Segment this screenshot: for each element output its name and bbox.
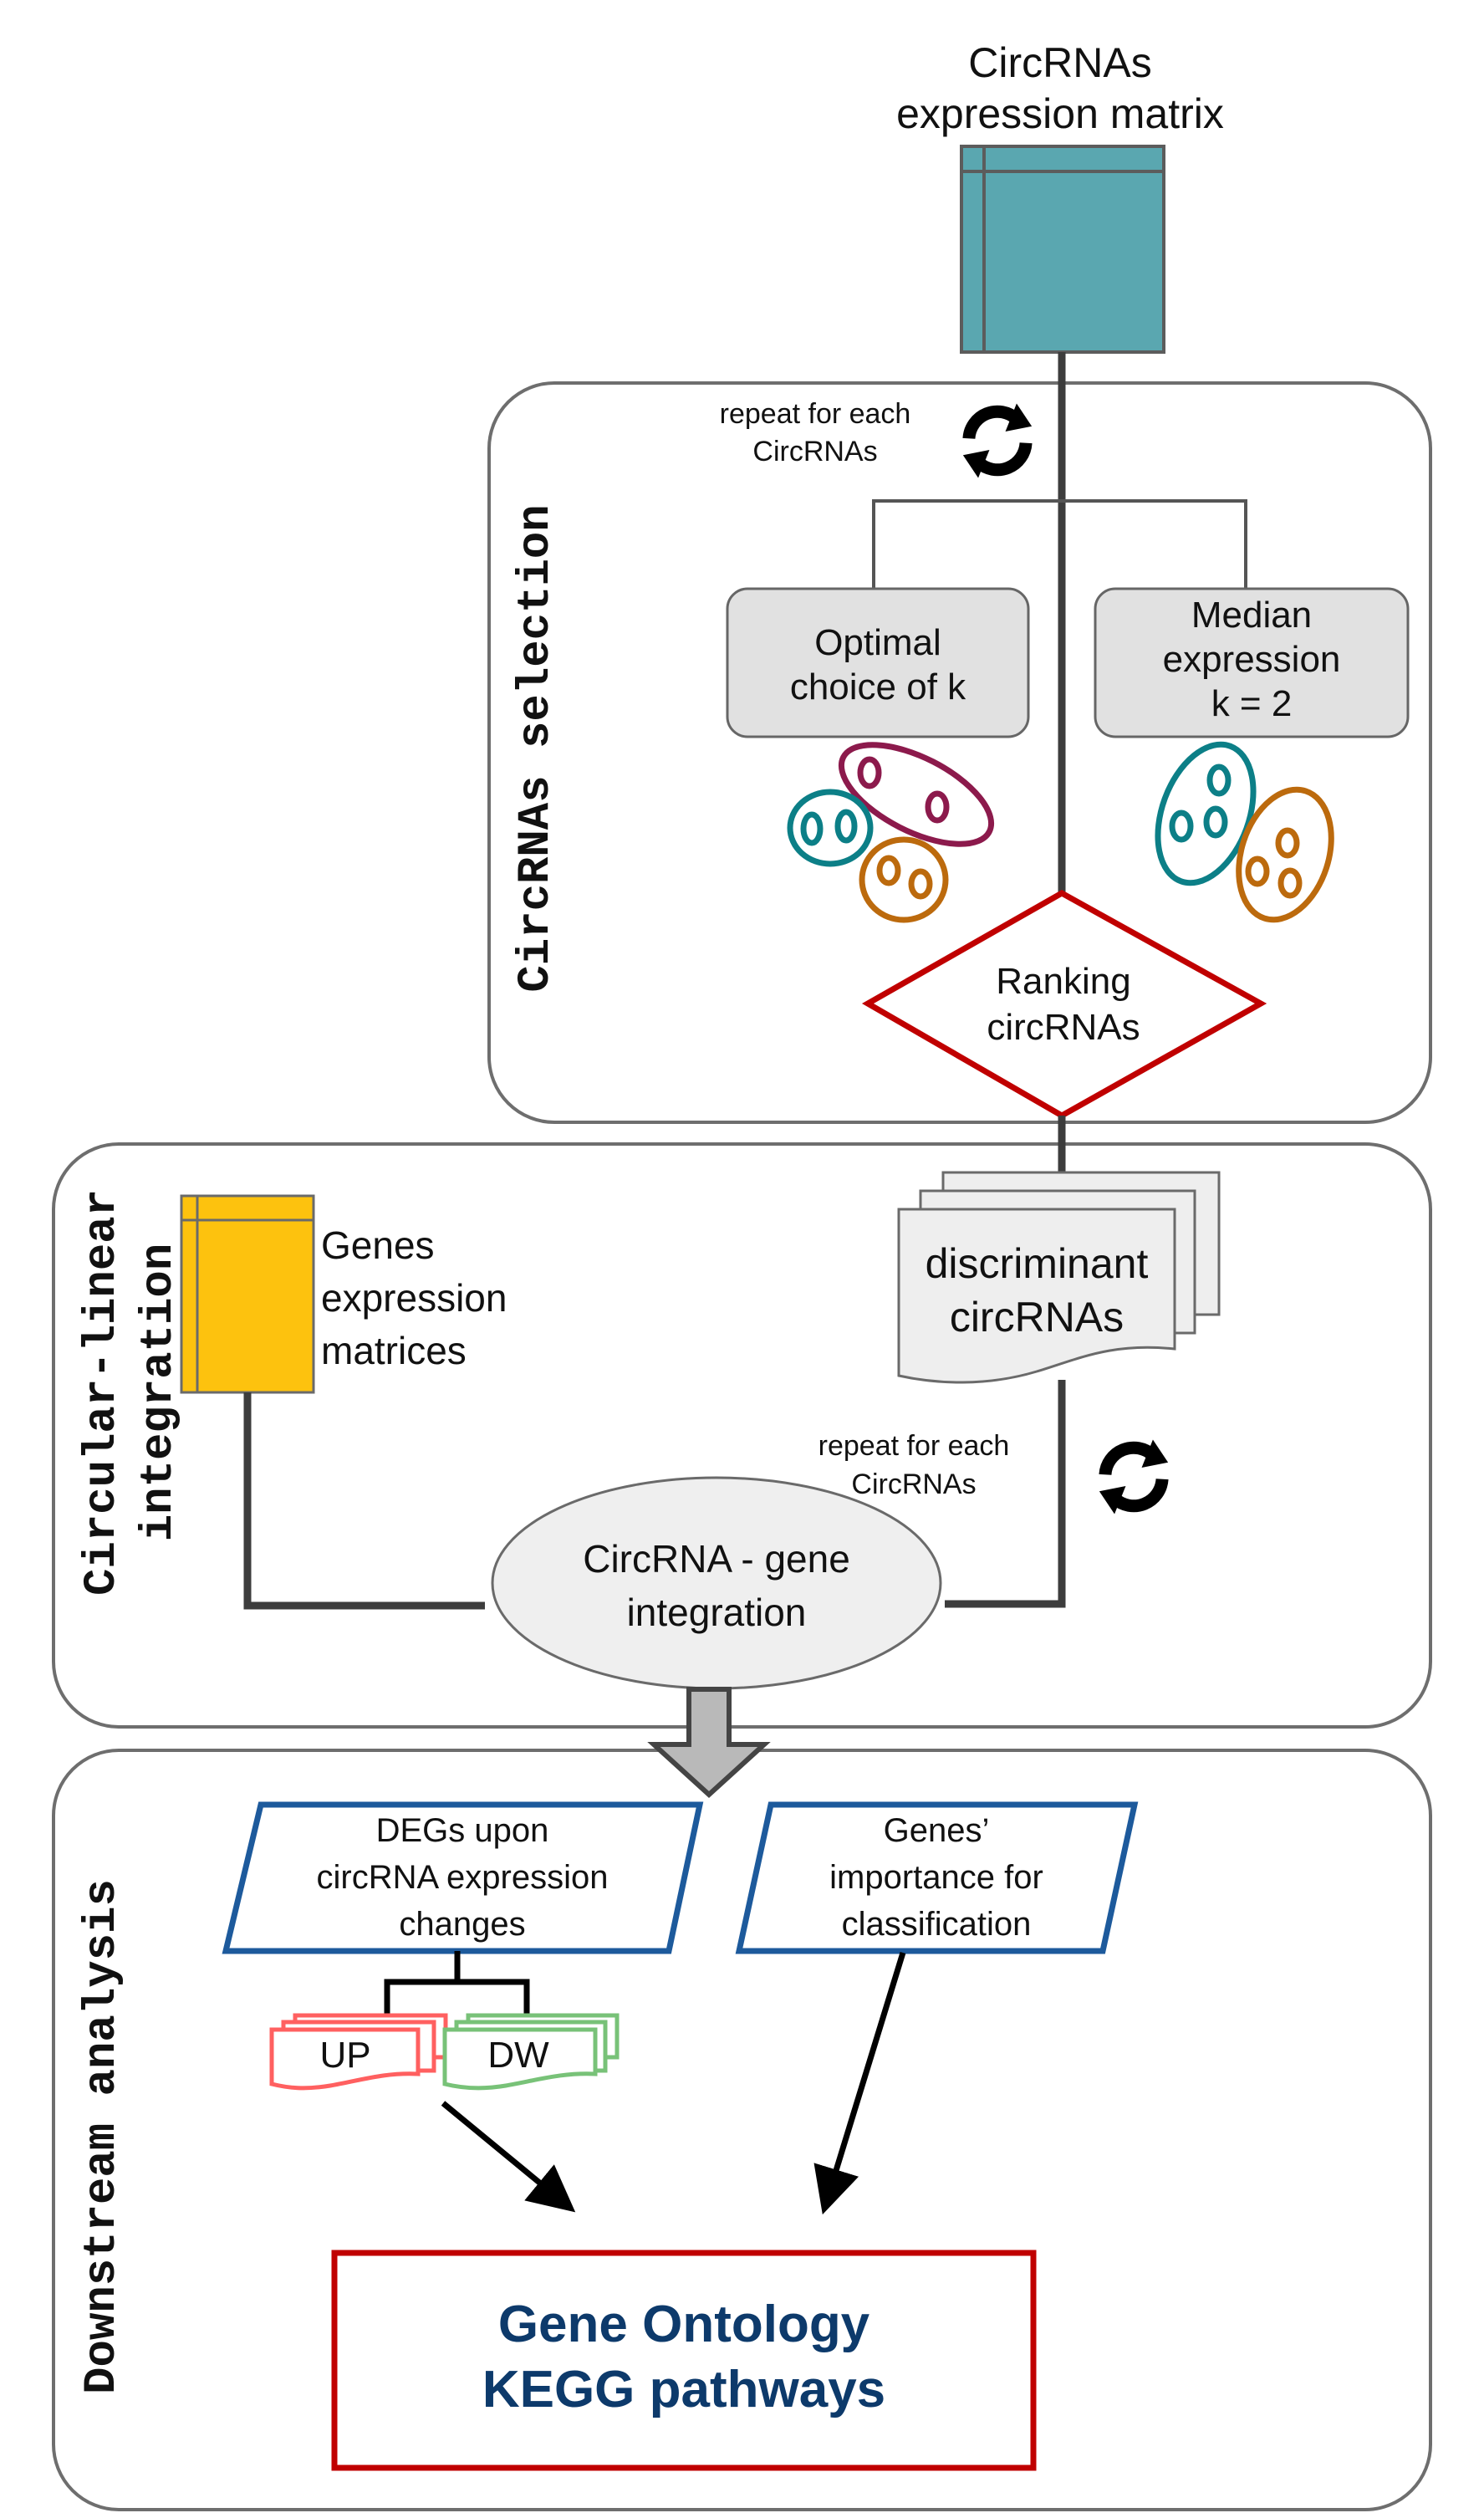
svg-text:DEGs upon: DEGs upon [376,1812,549,1849]
go-kegg-result-box: Gene Ontology KEGG pathways [331,2250,1037,2471]
svg-text:Ranking: Ranking [996,961,1130,1002]
genes-matrix-label-line1: Genes [321,1223,435,1267]
input-title-line1: CircRNAs [968,39,1151,86]
circrna-matrix-icon [960,145,1165,354]
svg-text:UP: UP [319,2035,370,2076]
svg-text:choice of k: choice of k [790,667,966,707]
section-label-selection: CircRNAs selection [511,504,562,992]
clusters-optimal-k-icon [787,742,995,923]
degs-parallelogram: DEGs upon circRNA expression changes [222,1801,704,1954]
section-label-integration-line1: Circular-linear [77,1189,128,1596]
svg-text:Gene Ontology: Gene Ontology [498,2296,870,2353]
svg-text:Optimal: Optimal [814,622,941,663]
svg-text:importance for: importance for [829,1859,1043,1896]
section-label-downstream: Downstream analysis [77,1879,128,2394]
svg-text:CircRNA - gene: CircRNA - gene [583,1537,850,1581]
svg-text:circRNAs: circRNAs [950,1294,1124,1341]
svg-text:k = 2: k = 2 [1211,683,1293,724]
clusters-median-icon [1155,741,1334,923]
svg-text:circRNA expression: circRNA expression [316,1859,608,1896]
method-median-expression-box: Median expression k = 2 [1094,587,1410,738]
down-regulated-docs: DW [442,2013,620,2091]
repeat-text-2-line1: repeat for each [818,1430,1010,1462]
svg-text:Genes’: Genes’ [884,1812,990,1849]
discriminant-to-integration-connector [945,1380,1066,1608]
genes-matrix-label-line2: expression [321,1276,507,1320]
svg-text:classification: classification [842,1906,1032,1943]
importance-to-result-arrow [813,1951,906,2215]
svg-text:KEGG pathways: KEGG pathways [482,2361,885,2418]
repeat-text-line1: repeat for each [720,398,911,430]
degs-to-result-arrow [441,2101,576,2213]
genes-importance-parallelogram: Genes’ importance for classification [735,1801,1139,1954]
input-title-line2: expression matrix [896,90,1224,137]
section-label-integration-line2: integration [134,1244,185,1541]
svg-text:expression: expression [1163,639,1341,680]
repeat-text-2-line2: CircRNAs [851,1468,976,1500]
genes-matrix-label-line3: matrices [321,1329,467,1372]
svg-text:DW: DW [487,2035,549,2076]
svg-text:changes: changes [399,1906,525,1943]
up-dw-bracket [384,1951,530,2015]
ranking-diamond: Ranking circRNAs [861,889,1267,1120]
gene-matrix-icon [180,1194,315,1394]
svg-text:discriminant: discriminant [926,1240,1149,1287]
svg-text:integration: integration [627,1591,807,1634]
section-circrnas-selection [487,381,1432,1124]
circrna-gene-integration-node: CircRNA - gene integration [491,1476,942,1690]
flow-down-arrow-icon [647,1687,771,1799]
svg-text:Median: Median [1191,595,1312,636]
svg-text:circRNAs: circRNAs [987,1007,1140,1048]
genes-to-integration-connector [243,1392,485,1610]
discriminant-circrnas-docs: discriminant circRNAs [897,1171,1221,1384]
up-regulated-docs: UP [269,2013,448,2091]
repeat-text-line2: CircRNAs [752,436,877,467]
branch-connector [872,499,1247,589]
method-optimal-k-box: Optimal choice of k [726,587,1030,738]
